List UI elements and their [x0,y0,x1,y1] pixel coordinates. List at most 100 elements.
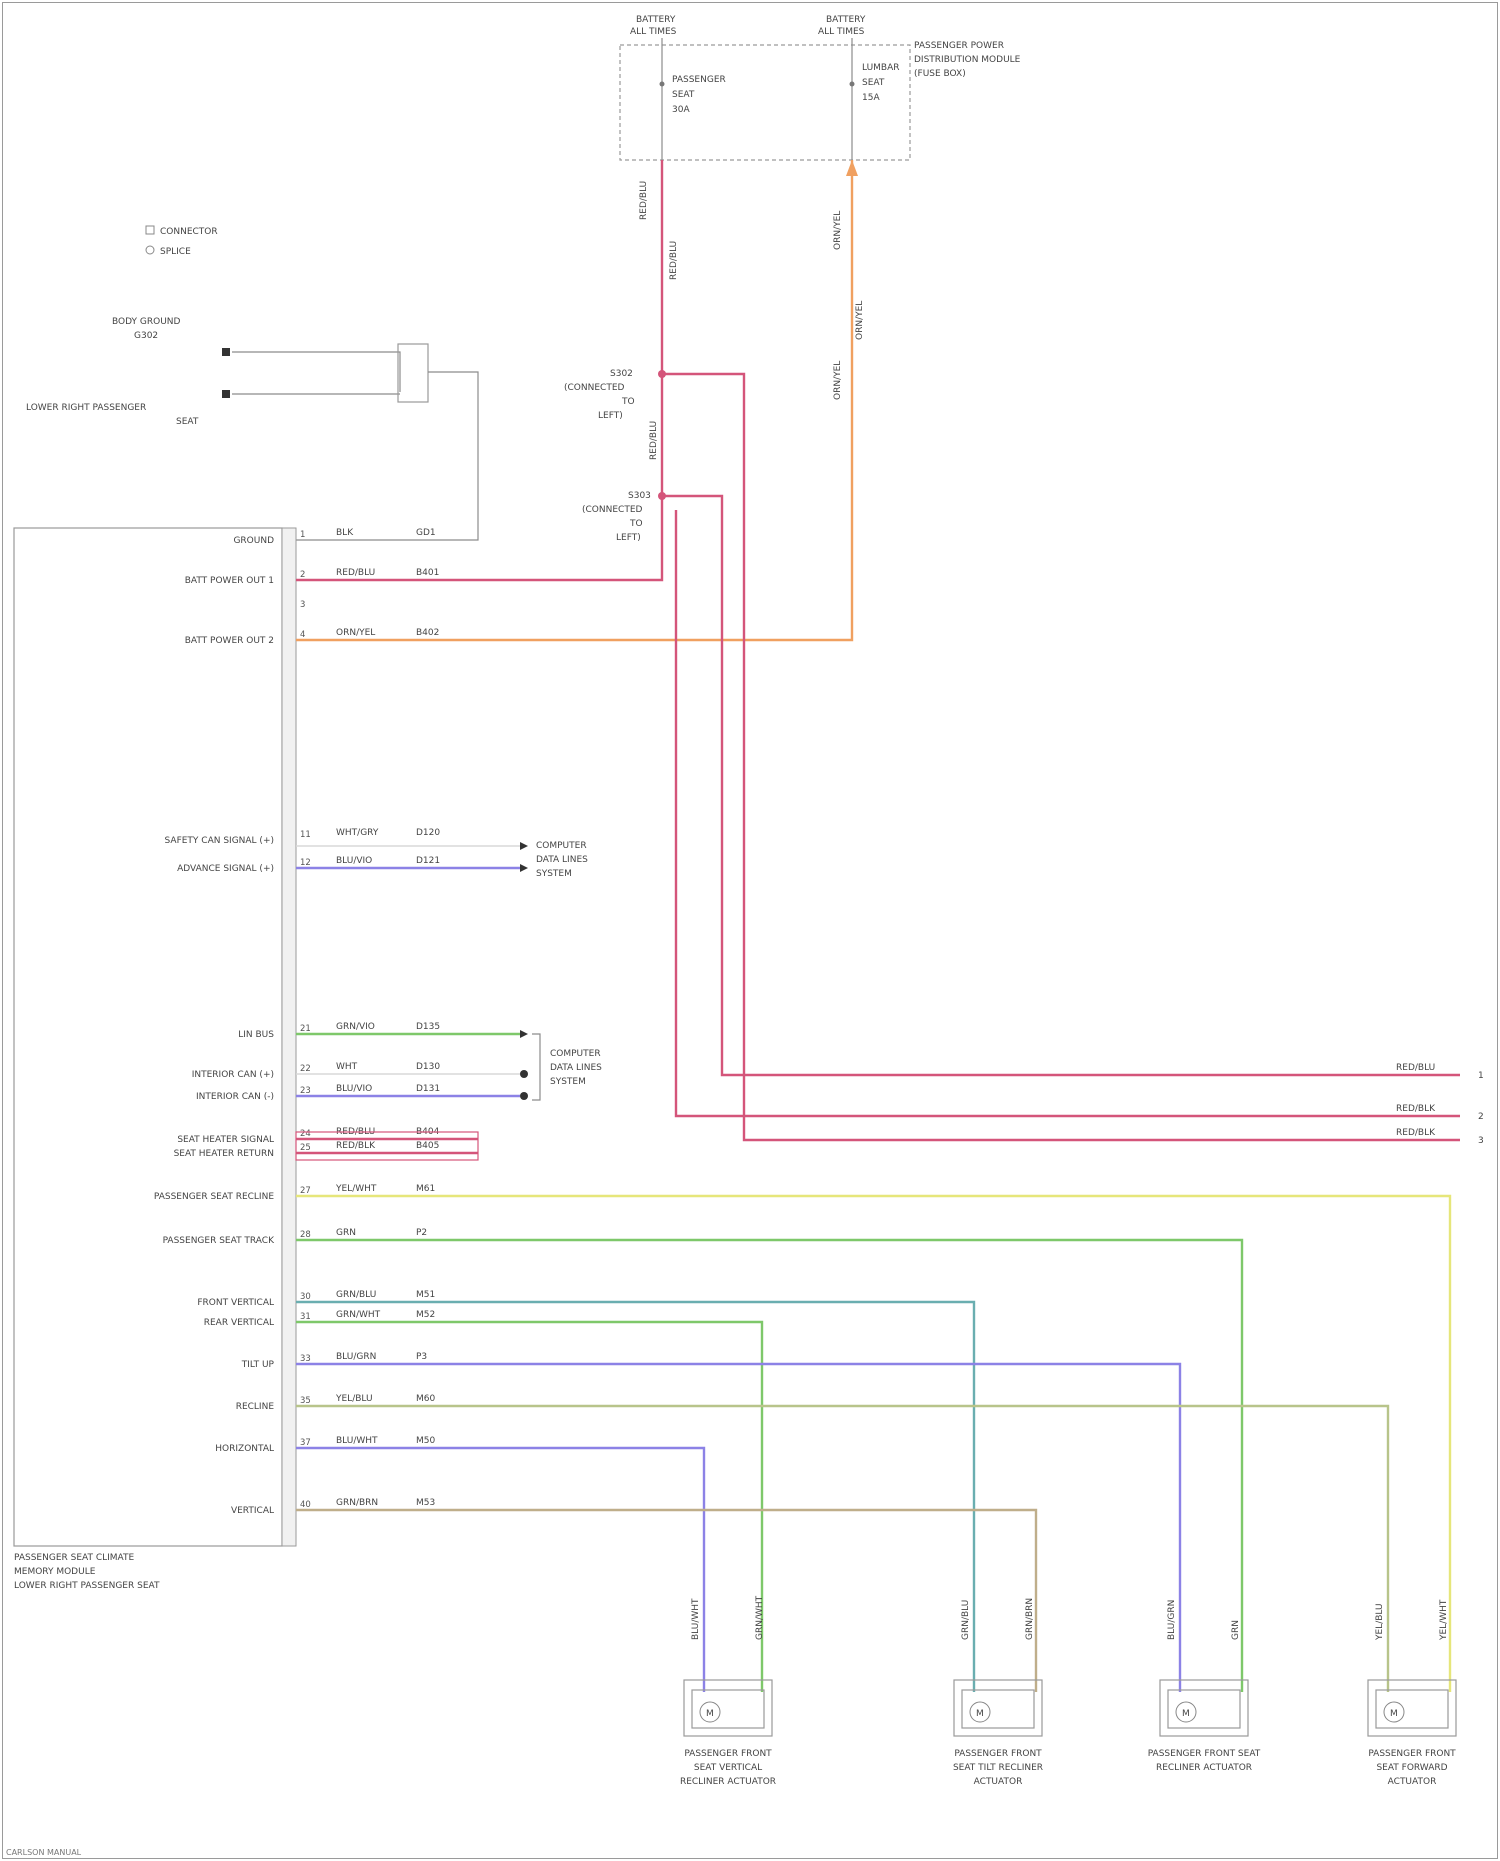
splice-s302-1: S302 [610,369,633,379]
pin-number: 35 [300,1396,311,1406]
can-upper-2: DATA LINES [536,855,588,865]
module-pin-row: 12ADVANCE SIGNAL (+)BLU/VIOD121 [177,856,440,874]
motor-wire-label: GRN/BRN [1025,1598,1035,1640]
exit-label-3: RED/BLK [1396,1128,1436,1138]
fuse-left-header-1: BATTERY [636,15,676,25]
module-pin-row: 3 [300,600,305,610]
pin-wire-color: GRN/VIO [336,1022,375,1032]
motor-label: ACTUATOR [974,1777,1023,1787]
motor-label: PASSENGER FRONT [684,1749,772,1759]
pin-circuit: M60 [416,1394,435,1404]
pin-label: TILT UP [241,1360,275,1370]
motor-wire-label: GRN [1231,1620,1241,1640]
pin-circuit: P2 [416,1228,427,1238]
pin-circuit: D130 [416,1062,440,1072]
pin-label: INTERIOR CAN (-) [196,1092,274,1102]
pin-circuit: M61 [416,1184,435,1194]
motors: M BLU/WHT GRN/WHT PASSENGER FRONT SEAT VERTI… [680,1595,1456,1787]
pin-circuit: D135 [416,1022,440,1032]
motor-wire-label: YEL/BLU [1375,1603,1385,1641]
motor-body [1376,1690,1448,1728]
pin-number: 2 [300,570,305,580]
pin-label: PASSENGER SEAT TRACK [163,1236,276,1246]
can-lower-1: COMPUTER [550,1049,601,1059]
pin-number: 28 [300,1230,311,1240]
motor-label: SEAT TILT RECLINER [953,1763,1043,1773]
pin-wire-color: GRN [336,1228,356,1238]
pin-label: VERTICAL [231,1506,274,1516]
wire-red-main [296,160,662,580]
pin-label: BATT POWER OUT 1 [185,576,274,586]
pin-label: PASSENGER SEAT RECLINE [154,1192,274,1202]
vlabel-orange-2: ORN/YEL [855,301,865,340]
pin-wire-color: BLU/VIO [336,856,372,866]
pin-circuit: M50 [416,1436,435,1446]
pin-circuit: D121 [416,856,440,866]
pin-number: 27 [300,1186,311,1196]
pin-circuit: B401 [416,568,439,578]
pin-label: GROUND [233,536,274,546]
pin-label: REAR VERTICAL [204,1318,274,1328]
pin-number: 1 [300,530,305,540]
pin-label: SEAT HEATER RETURN [174,1149,274,1159]
offpage-1: 1 [1478,1071,1484,1081]
vlabel-orange-3: ORN/YEL [833,361,843,400]
footer: CARLSON MANUAL [6,1848,81,1857]
motor-wire-label: BLU/WHT [691,1598,701,1640]
splice-s303-1: S303 [628,491,651,501]
seat-module: PASSENGER SEAT CLIMATE MEMORY MODULE LOW… [14,528,296,1591]
splice-s303-4: LEFT) [616,533,641,543]
fuse-right-1: LUMBAR [862,63,900,73]
motor-wire-label: GRN/WHT [755,1595,765,1640]
pin-label: FRONT VERTICAL [197,1298,274,1308]
pin-number: 4 [300,630,305,640]
fuse-right-header-1: BATTERY [826,15,866,25]
motor-label: SEAT FORWARD [1376,1763,1447,1773]
exit-label-2: RED/BLK [1396,1104,1436,1114]
fuse-left-header-2: ALL TIMES [630,27,677,37]
pin-label: BATT POWER OUT 2 [185,636,274,646]
fuse-box: BATTERY ALL TIMES BATTERY ALL TIMES PASS… [620,15,1021,160]
motor-symbol: M [706,1709,714,1719]
pin-wire-color: GRN/BLU [336,1290,376,1300]
pin-circuit: M51 [416,1290,435,1300]
pin-number: 30 [300,1292,311,1302]
pin-circuit: B405 [416,1141,439,1151]
pin-label: ADVANCE SIGNAL (+) [177,864,274,874]
module-pin-row: 31REAR VERTICALGRN/WHTM52 [204,1310,435,1328]
module-title-1: PASSENGER SEAT CLIMATE [14,1553,135,1563]
pin-wire-color: WHT/GRY [336,828,379,838]
can-lower-2: DATA LINES [550,1063,602,1073]
pin-wire-color: YEL/WHT [335,1184,377,1194]
pin-number: 24 [300,1129,311,1139]
motor-label: ACTUATOR [1388,1777,1437,1787]
vlabel-red-1: RED/BLU [639,181,649,220]
pin-label: RECLINE [236,1402,275,1412]
motor-label: SEAT VERTICAL [694,1763,762,1773]
pin-label: SAFETY CAN SIGNAL (+) [165,836,274,846]
pin-wire-color: RED/BLU [336,568,375,578]
motor-actuator: M GRN/BLU GRN/BRN PASSENGER FRONT SEAT TILT … [953,1598,1043,1787]
motor-wire-label: GRN/BLU [961,1600,971,1640]
motor-wire-label: YEL/WHT [1439,1599,1449,1641]
pin-number: 25 [300,1143,311,1153]
splice-s303-2: (CONNECTED [582,505,642,515]
pin-number: 40 [300,1500,311,1510]
splice-s302-2: (CONNECTED [564,383,624,393]
offpage-2: 2 [1478,1112,1484,1122]
ground-source-1: LOWER RIGHT PASSENGER [26,403,146,413]
pin-wire-color: GRN/BRN [336,1498,378,1508]
can-upper-1: COMPUTER [536,841,587,851]
motor-symbol: M [976,1709,984,1719]
splice-legend-icon [146,246,154,254]
motor-label: PASSENGER FRONT [954,1749,1042,1759]
module-pin-row: 22INTERIOR CAN (+)WHTD130 [192,1062,441,1080]
fuse-right-header-2: ALL TIMES [818,27,865,37]
pin-circuit: M53 [416,1498,435,1508]
module-pin-row: 21LIN BUSGRN/VIOD135 [238,1022,440,1040]
pin-wire-color: RED/BLK [336,1141,376,1151]
